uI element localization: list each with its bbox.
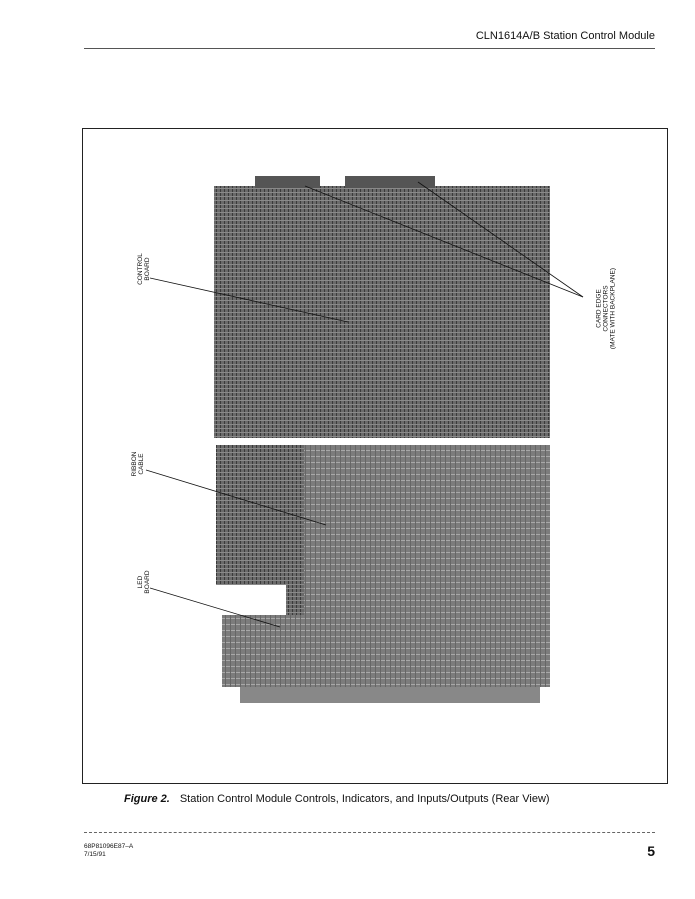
led-board-connectors xyxy=(240,687,540,703)
caption-text: Station Control Module Controls, Indicat… xyxy=(179,793,550,805)
page-number: 5 xyxy=(647,843,655,859)
control-board-shape xyxy=(214,186,550,438)
led-board-shape xyxy=(222,615,550,687)
ribbon-board-left-lower xyxy=(286,585,304,615)
card-edge-connector xyxy=(345,176,435,188)
doc-number: 68P81096E87–A xyxy=(84,843,134,850)
ribbon-cable-shape xyxy=(304,445,550,615)
label-line: RIBBON xyxy=(131,451,138,477)
figure-frame xyxy=(82,128,668,784)
label-line: LED xyxy=(137,575,144,589)
footer-rule xyxy=(84,832,655,833)
card-edge-connector xyxy=(255,176,320,188)
running-header: CLN1614A/B Station Control Module xyxy=(475,30,655,42)
doc-date: 7/15/91 xyxy=(84,851,106,858)
label-line: CABLE xyxy=(138,453,145,475)
label-line: (MATE WITH BACKPLANE) xyxy=(609,267,617,350)
ribbon-board-left xyxy=(216,445,304,585)
label-line: BOARD xyxy=(144,570,151,594)
label-line: CONTROL xyxy=(137,253,144,285)
figure-caption: Figure 2. Station Control Module Controls… xyxy=(124,793,550,805)
label-line: CONNECTORS xyxy=(602,285,610,332)
label-line: CARD EDGE xyxy=(595,289,603,328)
header-rule xyxy=(84,48,655,49)
caption-number: Figure 2. xyxy=(124,793,170,805)
label-line: BOARD xyxy=(144,257,151,281)
